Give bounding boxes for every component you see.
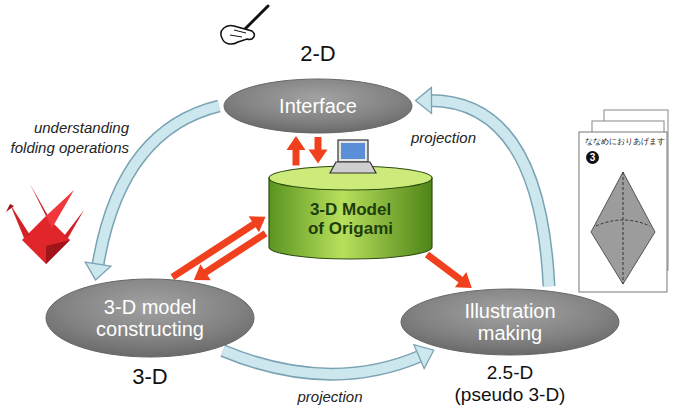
- node-label: Interface: [279, 95, 357, 117]
- instruction-sheets: [579, 110, 668, 292]
- process-arrow: [415, 87, 548, 286]
- process-arrow: [223, 345, 434, 375]
- data-arrow: [309, 137, 328, 164]
- edge-label: understanding folding operations: [4, 118, 129, 157]
- node-label: 3-D model constructing: [75, 296, 226, 341]
- sheet-caption: ななめにおりあげます: [585, 138, 665, 146]
- data-arrow: [287, 136, 306, 166]
- model-cylinder: 3-D Model of Origami: [268, 165, 433, 260]
- edge-label: projection: [280, 387, 380, 407]
- edge-label: projection: [396, 128, 476, 148]
- illustration-ellipse: Illustration making2.5-D (pseudo 3-D): [400, 288, 620, 356]
- constructing-ellipse: 3-D model constructing3-D: [45, 278, 255, 358]
- data-arrow: [172, 216, 265, 277]
- step-number: 3: [586, 151, 599, 164]
- dimension-label: 2-D: [300, 41, 335, 66]
- node-label: Illustration making: [431, 300, 589, 345]
- data-arrow: [427, 255, 472, 289]
- dimension-label: 2.5-D (pseudo 3-D): [452, 362, 568, 406]
- origami-crane: [6, 184, 84, 264]
- dimension-label: 3-D: [132, 364, 167, 389]
- node-label: 3-D Model of Origami: [306, 200, 396, 238]
- pen-hand-icon: [221, 6, 268, 44]
- interface-ellipse: 2-DInterface: [223, 78, 413, 134]
